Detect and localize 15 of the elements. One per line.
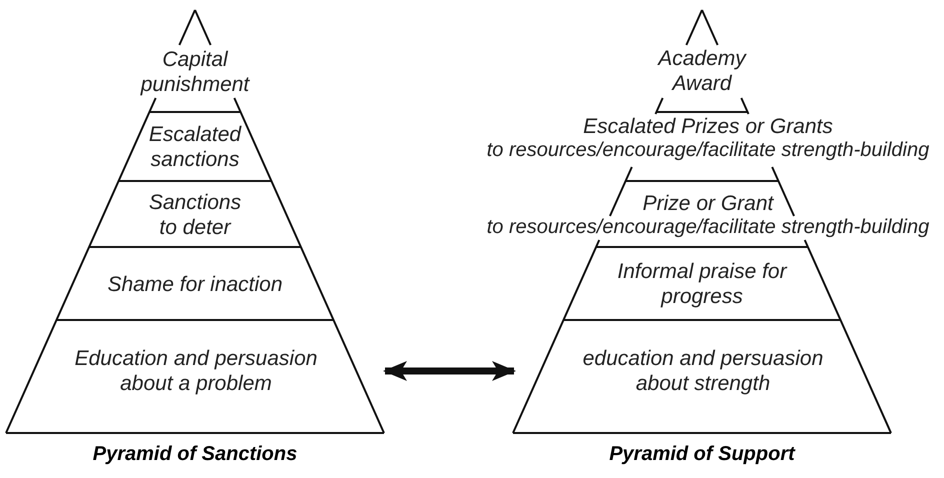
tier-label: Academy Award <box>656 46 748 96</box>
tier-label: Education and persuasion about a problem <box>74 346 318 396</box>
tier-label: Shame for inaction <box>107 272 283 296</box>
tier-label: Prize or Grant <box>642 191 774 216</box>
tier-label: Informal praise for progress <box>616 259 788 309</box>
pyramid-title: Pyramid of Sanctions <box>92 443 298 466</box>
tier-label: education and persuasion about strength <box>582 346 824 396</box>
tier-label: Capital punishment <box>139 47 251 97</box>
tier-note: to resources/encourage/facilitate strength-building <box>486 139 930 162</box>
tier-label: Sanctions to deter <box>148 190 242 240</box>
tier-label: Escalated sanctions <box>148 122 242 172</box>
tier-label: Escalated Prizes or Grants <box>583 114 833 139</box>
pyramid-title: Pyramid of Support <box>608 443 796 466</box>
tier-note: to resources/encourage/facilitate strength-building <box>486 216 930 239</box>
double-arrow <box>383 361 516 381</box>
